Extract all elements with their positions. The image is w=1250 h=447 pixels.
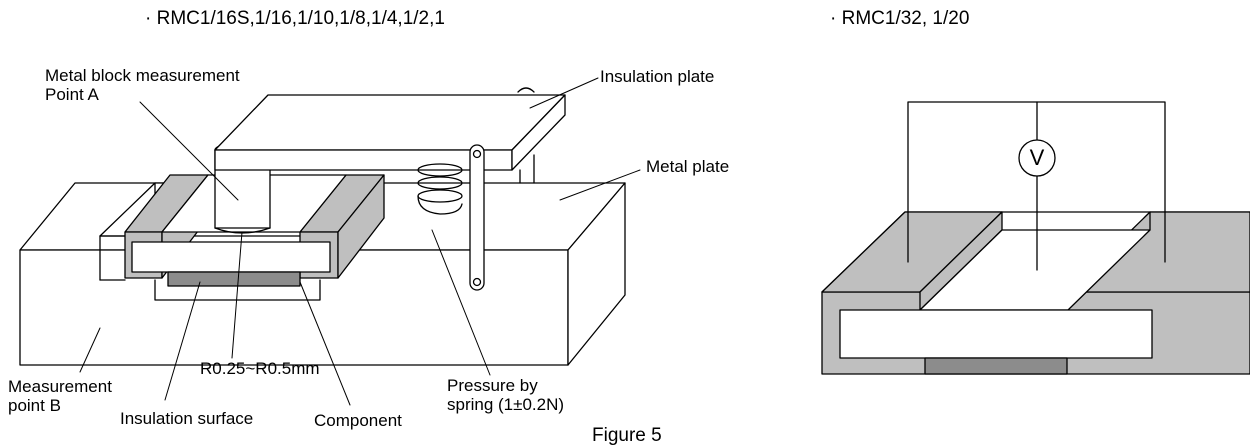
measurement-point-b-label-line1: Measurement	[8, 377, 112, 396]
pressure-label-line1: Pressure by	[447, 376, 538, 395]
right-test-fixture	[821, 101, 1250, 375]
pressure-label-line2: spring (1±0.2N)	[447, 395, 565, 414]
left-test-fixture	[19, 77, 641, 406]
left-diagram-title: · RMC1/16S,1/16,1/10,1/8,1/4,1/2,1	[145, 8, 445, 29]
circuit-wires	[907, 101, 1166, 271]
metal-plate-label: Metal plate	[646, 157, 730, 176]
leader-lines	[79, 77, 641, 406]
figure-caption: Figure 5	[592, 425, 662, 446]
inner-window	[839, 309, 1153, 375]
pressure-bar	[469, 144, 485, 291]
radius-label: R0.25~R0.5mm	[200, 359, 320, 378]
metal-block-label-line1: Metal block measurement	[45, 66, 240, 85]
right-left-electrode	[821, 211, 1003, 311]
voltmeter-circle	[1018, 139, 1056, 177]
insulation-surface-label: Insulation surface	[120, 409, 254, 428]
metal-block-label-line2: Point A	[45, 85, 99, 104]
spring	[417, 163, 463, 215]
measurement-point-b-label-line2: point B	[8, 396, 61, 415]
voltmeter-symbol: V	[1029, 145, 1045, 170]
insulation-plate	[214, 87, 566, 184]
right-diagram-title: · RMC1/32, 1/20	[830, 8, 970, 29]
component-label: Component	[314, 411, 402, 430]
insulation-plate-label: Insulation plate	[600, 67, 715, 86]
